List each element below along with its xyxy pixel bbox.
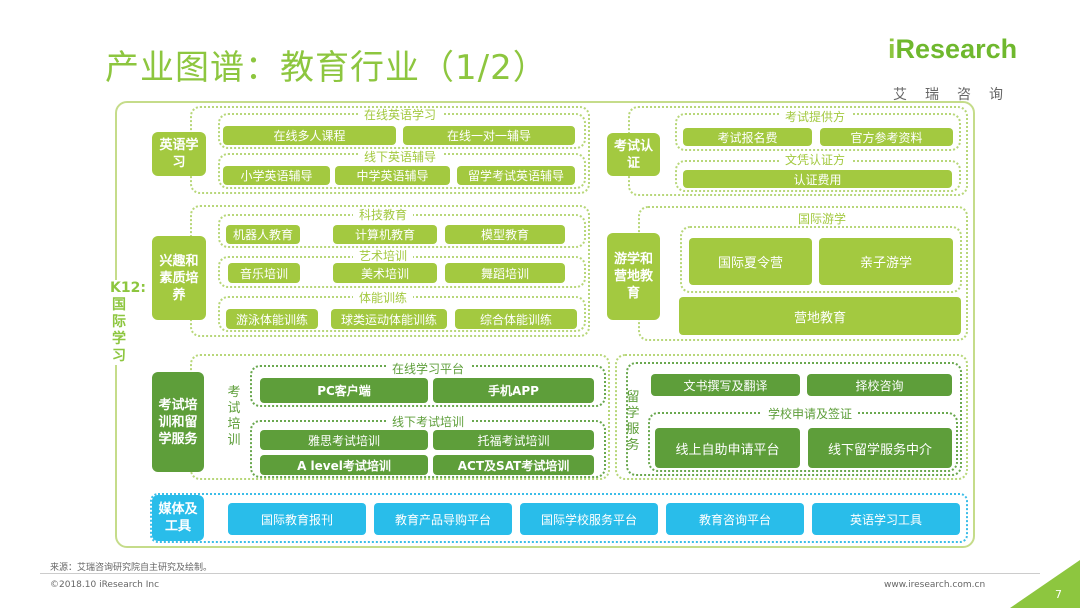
intl-group xyxy=(680,226,962,293)
box: 教育产品导购平台 xyxy=(374,503,512,535)
abroad-section xyxy=(615,354,968,480)
logo-i: i xyxy=(888,34,896,64)
box: 国际教育报刊 xyxy=(228,503,366,535)
media-label: 媒体及工具 xyxy=(152,495,204,541)
box: 计算机教育 xyxy=(333,225,437,244)
box: 游泳体能训练 xyxy=(226,309,318,329)
box: 手机APP xyxy=(433,378,594,403)
box: 线下留学服务中介 xyxy=(808,428,952,468)
box: 择校咨询 xyxy=(807,374,952,396)
english-offline-title: 线下英语辅导 xyxy=(357,150,443,164)
box: 营地教育 xyxy=(679,297,961,335)
box: 音乐培训 xyxy=(228,263,300,283)
box: 英语学习工具 xyxy=(812,503,960,535)
box: 模型教育 xyxy=(445,225,565,244)
box: 托福考试培训 xyxy=(433,430,594,450)
provider-title: 考试提供方 xyxy=(778,110,852,124)
box: 留学考试英语辅导 xyxy=(457,166,575,185)
box: PC客户端 xyxy=(260,378,428,403)
diploma-title: 文凭认证方 xyxy=(778,153,852,167)
logo-text: Research xyxy=(895,34,1018,64)
travel-label: 游学和营地教育 xyxy=(607,233,660,320)
box: 中学英语辅导 xyxy=(335,166,450,185)
box: 小学英语辅导 xyxy=(223,166,330,185)
box: 国际学校服务平台 xyxy=(520,503,658,535)
box: 亲子游学 xyxy=(819,238,953,285)
page-number: 7 xyxy=(1055,588,1062,601)
box: 官方参考资料 xyxy=(820,128,953,146)
abroad-side-label: 留学服务 xyxy=(626,390,640,453)
box: 机器人教育 xyxy=(226,225,300,244)
box: 球类运动体能训练 xyxy=(331,309,447,329)
logo-subtitle: 艾瑞咨询 xyxy=(893,87,1021,103)
box: 综合体能训练 xyxy=(455,309,577,329)
exam-side-label: 考试培训 xyxy=(227,385,241,448)
box: 考试报名费 xyxy=(683,128,812,146)
box: 认证费用 xyxy=(683,170,952,188)
source-note: 来源：艾瑞咨询研究院自主研究及绘制。 xyxy=(50,563,213,573)
english-label: 英语学习 xyxy=(152,132,206,176)
media-section xyxy=(150,493,968,543)
box: A level考试培训 xyxy=(260,455,428,475)
iresearch-logo: iResearch xyxy=(888,34,1020,78)
abroad-group xyxy=(626,362,962,476)
box: 在线一对一辅导 xyxy=(403,126,575,145)
art-title: 艺术培训 xyxy=(352,249,414,263)
box: 雅思考试培训 xyxy=(260,430,428,450)
exam-offline-title: 线下考试培训 xyxy=(385,415,471,429)
box: 在线多人课程 xyxy=(223,126,396,145)
box: 国际夏令营 xyxy=(689,238,812,285)
intl-title: 国际游学 xyxy=(791,212,853,226)
website-link[interactable]: www.iresearch.com.cn xyxy=(884,580,986,590)
k12-label: K12:国际学习 xyxy=(110,280,146,365)
box: 教育咨询平台 xyxy=(666,503,804,535)
interest-label: 兴趣和素质培养 xyxy=(152,236,206,320)
page-title: 产业图谱：教育行业（1/2） xyxy=(105,48,548,88)
box: 文书撰写及翻译 xyxy=(651,374,800,396)
exam-label: 考试培训和留学服务 xyxy=(152,372,204,472)
english-online-title: 在线英语学习 xyxy=(357,108,443,122)
footer-divider xyxy=(40,573,1040,574)
exam-online-title: 在线学习平台 xyxy=(385,362,471,376)
box: 舞蹈培训 xyxy=(445,263,565,283)
tech-title: 科技教育 xyxy=(352,208,414,222)
box: 美术培训 xyxy=(333,263,437,283)
apply-title: 学校申请及签证 xyxy=(761,407,859,421)
box: ACT及SAT考试培训 xyxy=(433,455,594,475)
box: 线上自助申请平台 xyxy=(655,428,800,468)
corner-decoration xyxy=(1010,560,1080,608)
cert-label: 考试认证 xyxy=(607,133,660,176)
copyright: ©2018.10 iResearch Inc xyxy=(50,580,160,590)
pe-title: 体能训练 xyxy=(352,291,414,305)
